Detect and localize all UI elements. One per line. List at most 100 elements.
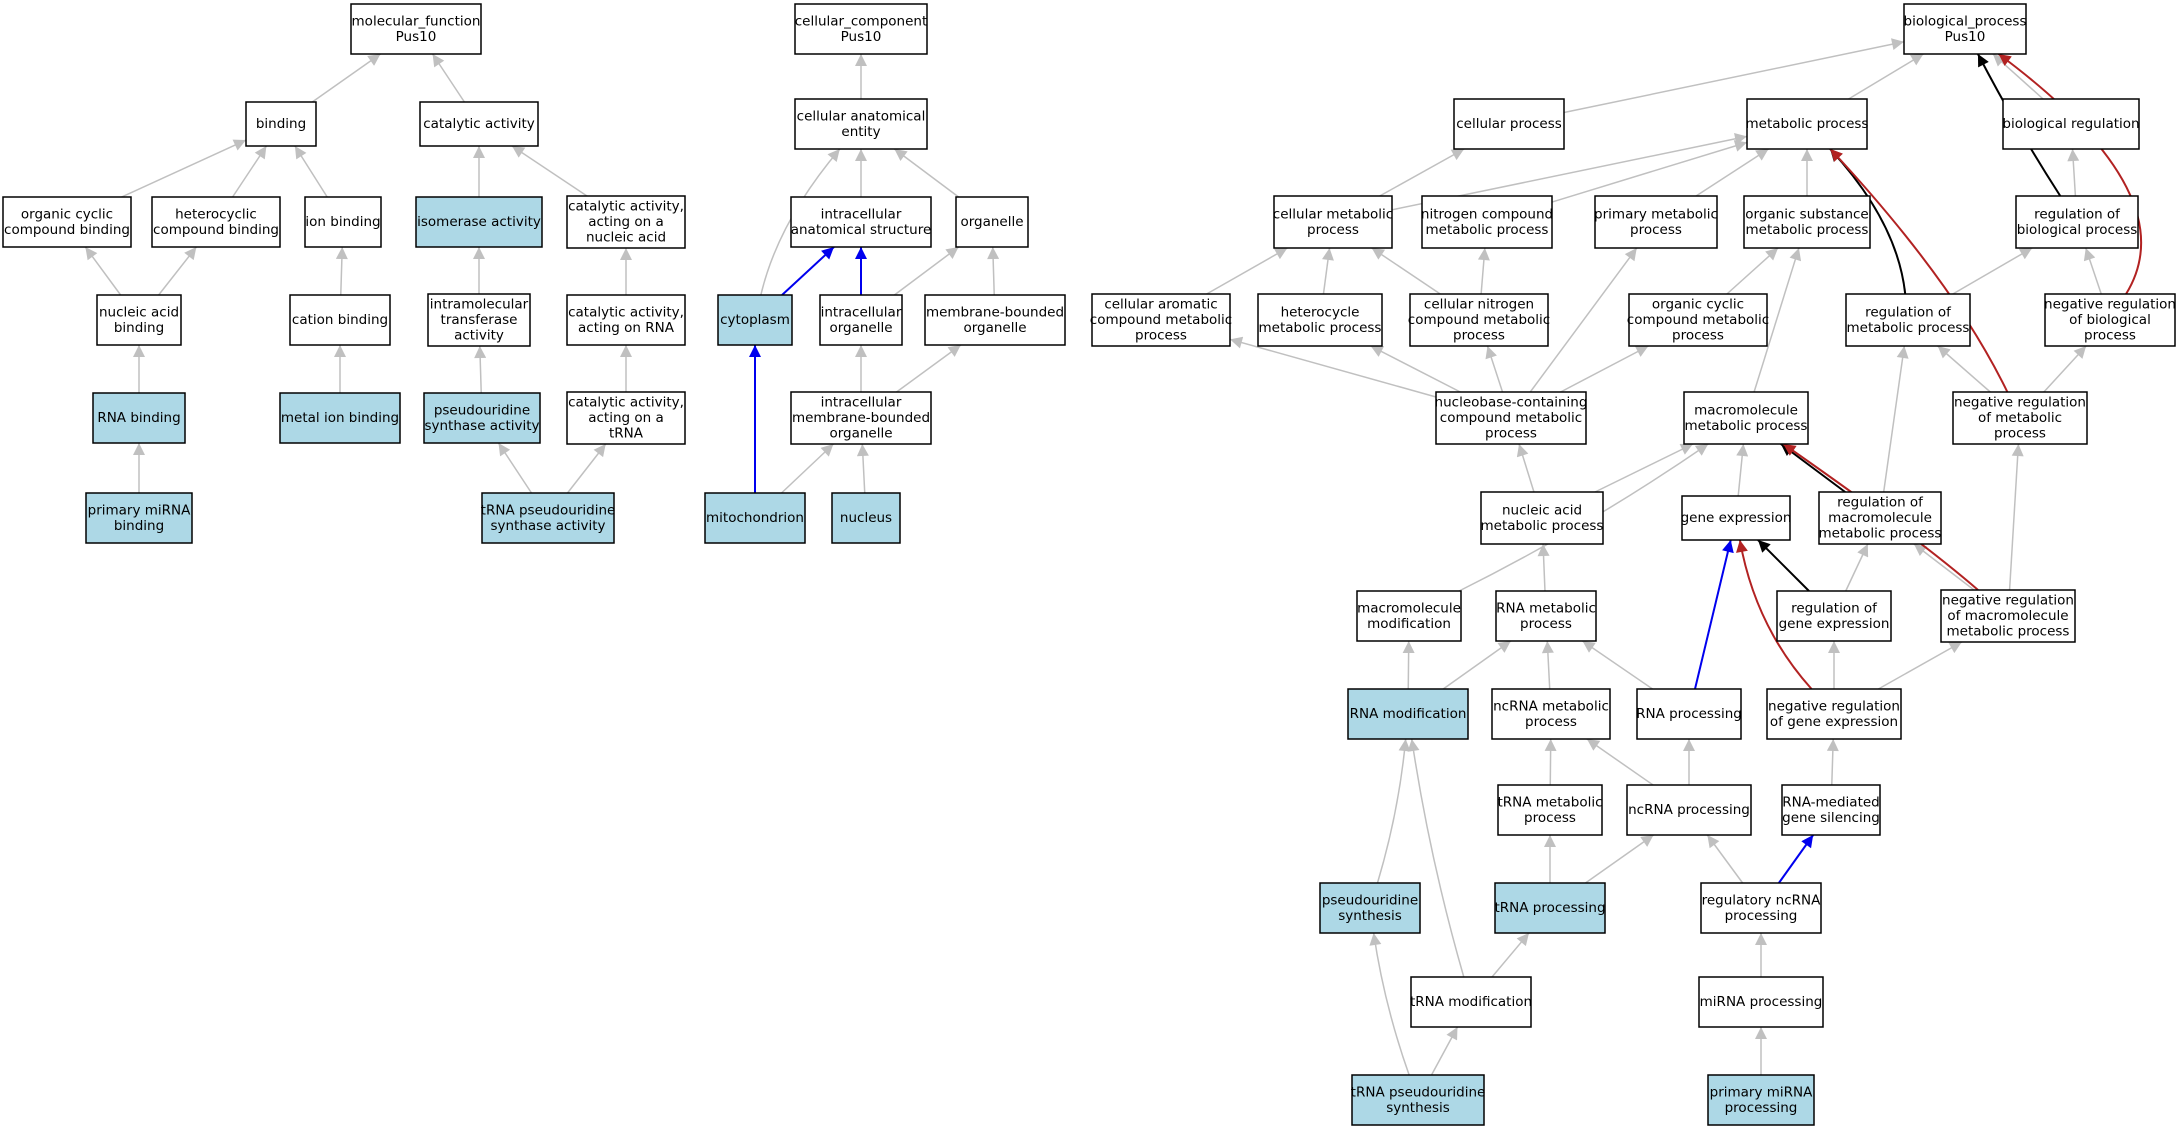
go-term-node[interactable]: RNA binding [92, 392, 186, 444]
go-term-node[interactable]: metabolic process [1746, 98, 1869, 150]
go-term-node[interactable]: binding [245, 101, 317, 147]
go-term-node[interactable]: catalytic activity [419, 101, 539, 147]
go-term-node[interactable]: RNA processing [1636, 688, 1742, 740]
node-box [1681, 495, 1791, 541]
node-box [1273, 195, 1393, 249]
edge-neg_reg_metab-to-metabolic [1829, 148, 2009, 393]
node-label-line: processing [1725, 908, 1798, 924]
edge-primary_metab-to-metabolic [1695, 148, 1769, 197]
go-term-node[interactable]: metal ion binding [279, 392, 401, 444]
go-term-node[interactable]: RNA modification [1347, 688, 1469, 740]
go-term-node[interactable]: nucleus [831, 492, 901, 544]
node-label-line: organic substance [1745, 206, 1868, 222]
edge-rna_metab-to-nucleic_metab [1537, 543, 1550, 592]
go-term-node[interactable]: organelle [955, 196, 1029, 248]
go-term-node[interactable]: cellular process [1453, 98, 1565, 150]
node-box [1257, 293, 1383, 347]
node-label-line: process [1520, 616, 1572, 632]
go-term-node[interactable]: miRNA processing [1698, 976, 1824, 1028]
node-box [1683, 391, 1809, 445]
go-term-node[interactable]: tRNA modification [1410, 976, 1532, 1028]
node-label-line: modification [1367, 616, 1451, 632]
go-term-node[interactable]: gene expression [1681, 495, 1792, 541]
node-label-line: anatomical structure [791, 222, 932, 238]
go-term-node[interactable]: cytoplasm [717, 294, 793, 346]
go-term-node[interactable]: catalytic activity,acting on RNA [566, 294, 686, 346]
go-term-node[interactable]: isomerase activity [415, 196, 543, 248]
node-label-line: process [1672, 328, 1724, 344]
edge-trna_pseudo_synth-to-pseudo_synth [1369, 932, 1410, 1076]
node-label-line: synthase activity [490, 518, 605, 534]
go-term-node[interactable]: ncRNA processing [1626, 784, 1752, 836]
edge-neg_reg_metab-to-reg_metab [1937, 345, 1991, 393]
node-label-line: process [1135, 328, 1187, 344]
node-label-line: process [2084, 328, 2136, 344]
node-label-line: negative regulation [1768, 698, 1900, 714]
node-label-line: metabolic process [1819, 526, 1942, 542]
node-label-line: metabolic process [1481, 518, 1604, 534]
node-label-line: compound metabolic [1408, 312, 1550, 328]
node-label-line: pseudouridine [1322, 892, 1418, 908]
edge-trna_mod-to-trna_proc [1491, 932, 1530, 978]
edge-cell_metab-to-cellular_process [1379, 148, 1465, 197]
node-label-line: cellular_component [795, 13, 927, 29]
node-label-line: process [1453, 328, 1505, 344]
go-term-node[interactable]: cation binding [289, 294, 391, 346]
edge-org_cyclic_binding-to-binding [121, 139, 247, 198]
node-box [96, 294, 182, 346]
go-term-node[interactable]: mitochondrion [704, 492, 806, 544]
go-term-node[interactable]: ion binding [304, 196, 382, 248]
edge-rna_silencing-to-neg_reg_gene [1826, 738, 1839, 786]
go-term-node[interactable]: tRNA processing [1494, 882, 1606, 934]
go-term-node[interactable]: biological regulation [2002, 98, 2140, 150]
edge-neg_reg_macro-to-reg_macro [1913, 543, 1975, 591]
node-box [415, 196, 543, 248]
